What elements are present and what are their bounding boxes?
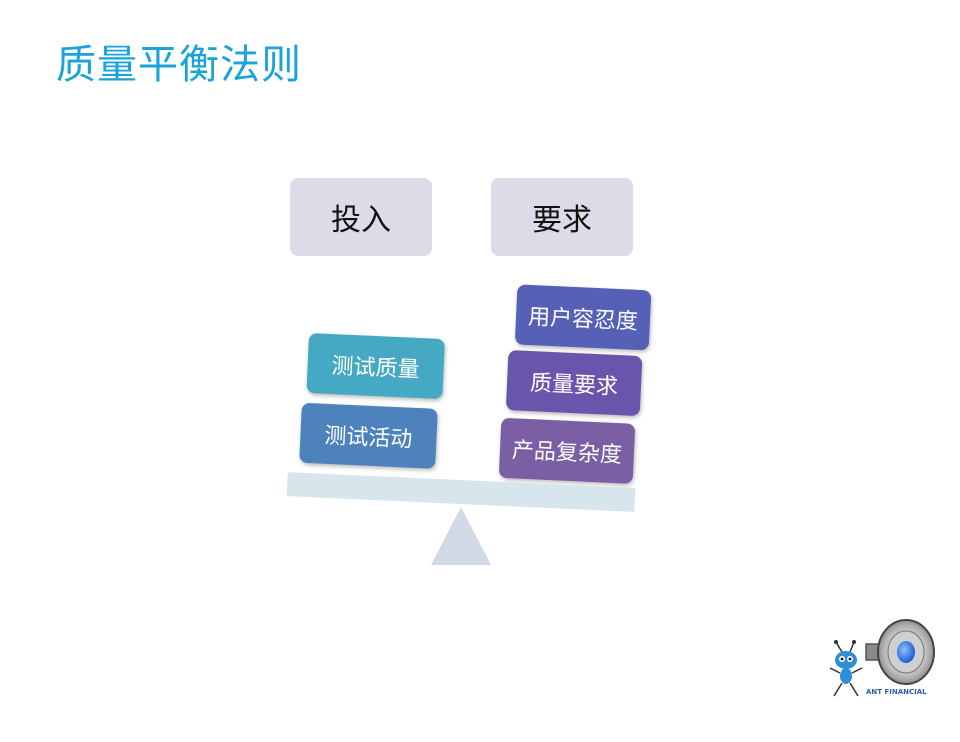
input-header-box: 投入 <box>290 178 432 256</box>
input-header-label: 投入 <box>331 203 391 238</box>
block-test-quality: 测试质量 <box>306 332 445 400</box>
block-test-activity: 测试活动 <box>299 402 438 469</box>
block-user-tolerance-label: 用户容忍度 <box>527 304 639 335</box>
requirement-header-label: 要求 <box>532 203 592 238</box>
ant-mascot-icon <box>822 640 878 708</box>
block-quality-requirement: 质量要求 <box>505 350 643 417</box>
requirement-header-box: 要求 <box>491 178 633 256</box>
page-title: 质量平衡法则 <box>56 42 302 88</box>
block-test-activity-label: 测试活动 <box>323 423 413 453</box>
block-product-complexity-label: 产品复杂度 <box>511 438 623 469</box>
scale-fulcrum <box>431 507 491 565</box>
block-user-tolerance: 用户容忍度 <box>514 284 652 351</box>
balance-scale: 测试质量 测试活动 用户容忍度 质量要求 产品复杂度 <box>286 284 652 565</box>
speaker-icon[interactable] <box>858 610 940 698</box>
block-test-quality-label: 测试质量 <box>331 354 421 384</box>
logo-text: ANT FINANCIAL <box>866 688 927 696</box>
block-product-complexity: 产品复杂度 <box>498 417 636 484</box>
block-quality-requirement-label: 质量要求 <box>529 371 619 401</box>
